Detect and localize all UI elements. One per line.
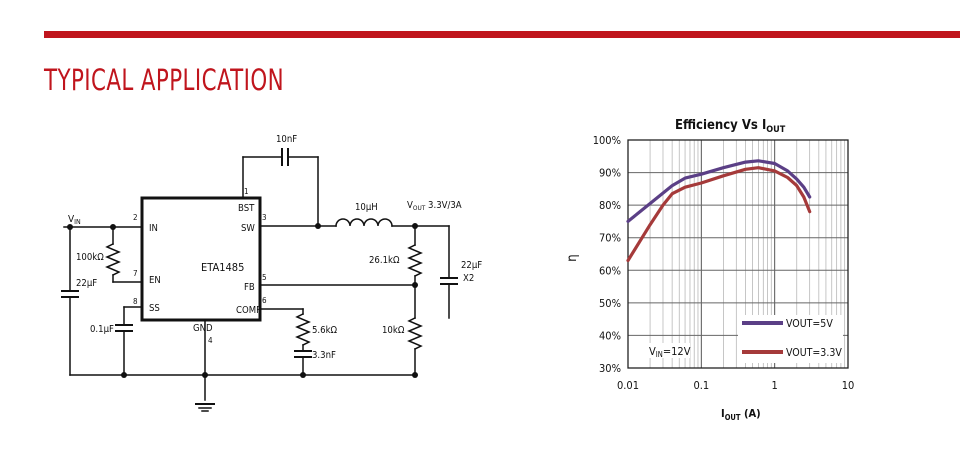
pin-comp-num: 6 <box>262 296 267 305</box>
pin-bst: BST <box>238 203 255 214</box>
pin-fb: FB <box>244 282 255 293</box>
y-tick-label: 60% <box>599 264 621 277</box>
ic-body <box>140 196 262 322</box>
pin-en: EN <box>149 275 161 286</box>
chart-legend: VOUT=5V VOUT=3.3V <box>738 315 843 363</box>
y-axis-label: η <box>565 254 580 261</box>
pin-comp: COMP <box>236 305 261 316</box>
pin-gnd-num: 4 <box>208 336 213 345</box>
x-axis-label: IOUT (A) <box>721 407 761 422</box>
chart-ticks: 30% 40% 50% 60% 70% 80% 90% 100% 0.01 0.1 1 10 <box>593 134 855 392</box>
c-out-label: 22μF <box>461 260 482 271</box>
c-comp-label: 3.3nF <box>312 350 336 361</box>
r-top-label: 26.1kΩ <box>369 255 400 266</box>
x-tick-label: 0.1 <box>693 379 709 392</box>
vout-label: VOUT 3.3V/3A <box>407 200 462 212</box>
c-in-label: 22μF <box>76 278 97 289</box>
legend-label-3v3: VOUT=3.3V <box>786 347 842 359</box>
y-tick-label: 50% <box>599 297 621 310</box>
x-tick-label: 10 <box>842 379 855 392</box>
pin-ss-num: 8 <box>133 297 138 306</box>
y-tick-label: 80% <box>599 199 621 212</box>
c-boot-label: 10nF <box>276 134 297 145</box>
r-bot-label: 10kΩ <box>382 325 405 336</box>
resistor-comp <box>295 312 311 347</box>
c-out-qty: X2 <box>463 273 474 284</box>
svg-text:VIN=12V: VIN=12V <box>649 345 691 359</box>
resistor-en <box>105 242 121 277</box>
title-accent-bar <box>44 31 960 38</box>
l1-label: 10μH <box>355 202 378 213</box>
r-en-label: 100kΩ <box>76 252 104 263</box>
y-tick-label: 100% <box>593 134 621 147</box>
r-comp-label: 5.6kΩ <box>312 325 338 336</box>
y-tick-label: 70% <box>599 232 621 245</box>
y-tick-label: 40% <box>599 329 621 342</box>
pin-in-num: 2 <box>133 213 138 222</box>
c-ss-label: 0.1μF <box>90 324 114 335</box>
pin-sw: SW <box>241 223 255 234</box>
inductor <box>335 218 393 227</box>
circuit-schematic: ETA1485 BST 1 IN 2 SW 3 EN 7 FB 5 SS 8 C… <box>61 134 482 412</box>
page-title: TYPICAL APPLICATION <box>44 63 284 97</box>
y-tick-label: 90% <box>599 167 621 180</box>
resistor-top <box>407 243 423 278</box>
pin-fb-num: 5 <box>262 273 267 282</box>
pin-gnd: GND <box>193 323 213 334</box>
x-tick-label: 0.01 <box>617 379 639 392</box>
chip-name: ETA1485 <box>201 261 244 274</box>
x-tick-label: 1 <box>772 379 778 392</box>
plot-area <box>628 140 848 368</box>
pin-in: IN <box>149 223 158 234</box>
resistor-bottom <box>407 316 423 351</box>
chart-series <box>626 159 812 263</box>
chart-title: Efficiency Vs IOUT <box>675 118 786 135</box>
series-line-vout-5v <box>626 159 812 223</box>
legend-label-5v: VOUT=5V <box>786 318 833 330</box>
condition-annotation: VIN=12V <box>646 343 691 359</box>
pin-sw-num: 3 <box>262 213 267 222</box>
chart-grid <box>627 139 849 369</box>
pin-en-num: 7 <box>133 269 138 278</box>
pin-bst-num: 1 <box>244 187 249 196</box>
series-line-vout-3v3 <box>626 166 812 263</box>
pin-ss: SS <box>149 303 160 314</box>
plot-frame <box>627 139 849 369</box>
vin-label: VIN <box>68 214 81 226</box>
y-tick-label: 30% <box>599 362 621 375</box>
